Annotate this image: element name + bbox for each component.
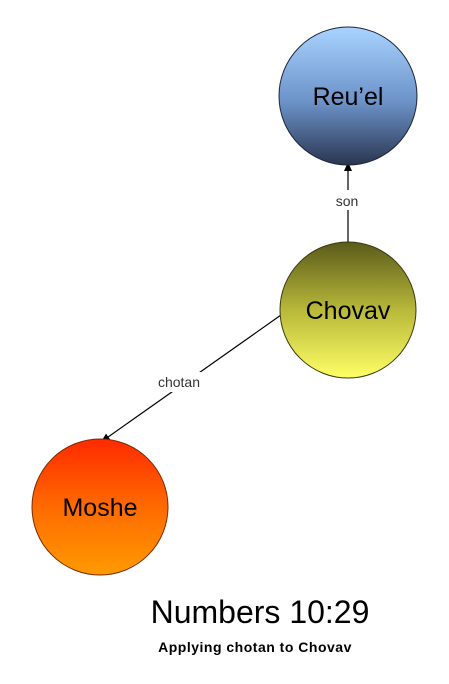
caption-subtitle: Applying chotan to Chovav bbox=[158, 639, 352, 655]
caption-title: Numbers 10:29 bbox=[150, 594, 370, 630]
edge-son: son bbox=[329, 162, 367, 244]
node-reuel-label: Reu’el bbox=[313, 83, 384, 111]
edge-chotan-label: chotan bbox=[158, 374, 200, 390]
edge-chotan: chotan bbox=[100, 314, 282, 443]
node-reuel-circle bbox=[278, 26, 418, 166]
node-chovav-circle bbox=[279, 241, 417, 379]
node-moshe: Moshe bbox=[31, 438, 169, 576]
edge-chotan-label-bg bbox=[148, 372, 210, 392]
edge-son-label-bg bbox=[329, 190, 367, 210]
node-moshe-circle bbox=[31, 438, 169, 576]
node-chovav: Chovav bbox=[279, 241, 417, 379]
node-moshe-label: Moshe bbox=[62, 494, 137, 522]
node-chovav-label: Chovav bbox=[306, 297, 391, 325]
node-reuel: Reu’el bbox=[278, 26, 418, 166]
edge-son-label: son bbox=[336, 193, 359, 209]
